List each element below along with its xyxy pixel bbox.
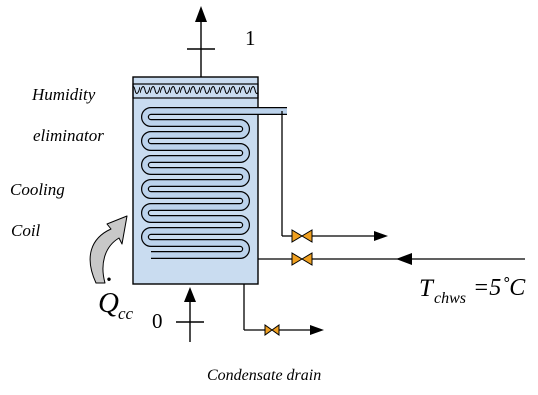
- serpentine-coil: [141, 107, 287, 259]
- return-outlet-arrow: [374, 231, 388, 241]
- condensate-drain-label: Condensate drain: [207, 367, 322, 384]
- q-dot: ·: [104, 263, 114, 296]
- t-symbol: T: [419, 275, 433, 302]
- outlet-point-label: 1: [245, 26, 256, 50]
- eliminator-label: eliminator: [33, 126, 104, 145]
- supply-flow-arrow: [396, 253, 412, 265]
- coil-label: Coil: [11, 221, 41, 240]
- inlet-air-arrowhead: [184, 287, 196, 302]
- drain-valve-icon: [264, 324, 280, 336]
- return-valve-icon: [291, 229, 313, 243]
- drain-outlet-arrow: [310, 325, 324, 335]
- humidity-eliminator-strip: [132, 83, 259, 99]
- t-subscript: chws: [434, 290, 466, 307]
- cooling-label: Cooling: [10, 180, 65, 199]
- q-subscript: cc: [118, 304, 134, 323]
- outlet-air-arrowhead: [195, 6, 207, 22]
- supply-valve-icon: [291, 252, 313, 266]
- q-symbol: Q: [98, 287, 119, 319]
- inlet-point-label: 0: [152, 309, 163, 333]
- humidity-label: Humidity: [32, 85, 96, 104]
- heat-removal-arrow-icon: [89, 215, 128, 284]
- t-value: =5˚C: [473, 275, 526, 301]
